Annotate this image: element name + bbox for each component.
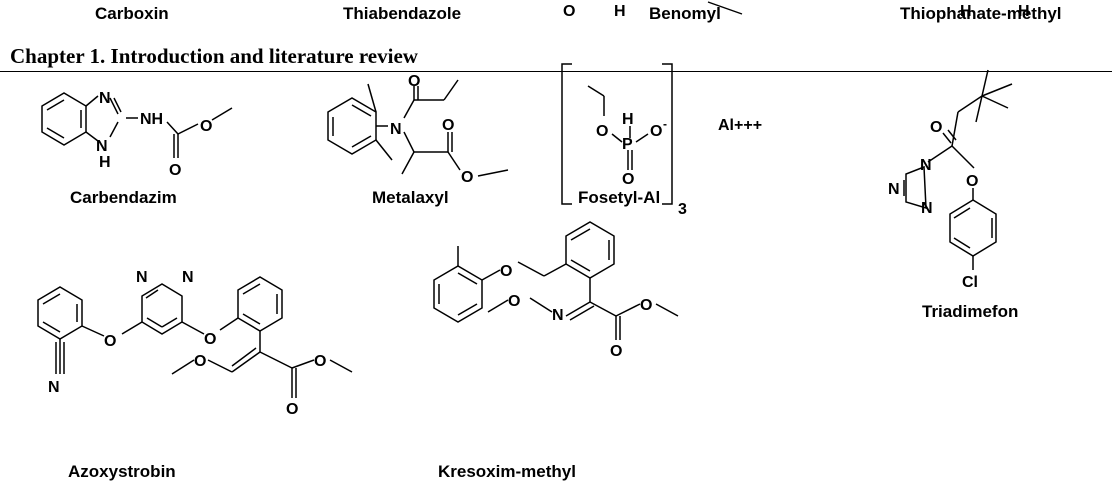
atom-o: O <box>610 343 622 360</box>
atom-h: H <box>622 111 634 128</box>
atom-n: N <box>182 269 194 286</box>
atom-h-cropped: H <box>1018 3 1030 20</box>
compound-label-thiabendazole: Thiabendazole <box>343 4 462 23</box>
compound-label-metalaxyl: Metalaxyl <box>372 188 449 207</box>
compound-label-carboxin: Carboxin <box>95 4 169 23</box>
compound-label-fosetyl-al: Fosetyl-Al <box>578 188 661 207</box>
atom-n: N <box>96 138 108 155</box>
atom-p: P <box>622 136 633 153</box>
atom-o: O <box>500 263 512 280</box>
atom-o-minus: O <box>650 123 662 140</box>
atom-o: O <box>442 117 454 134</box>
atom-o: O <box>596 123 608 140</box>
atom-o: O <box>200 118 212 135</box>
atom-h-cropped: H <box>614 3 626 20</box>
compound-label-triadimefon: Triadimefon <box>922 302 1019 321</box>
chapter-header: Chapter 1. Introduction and literature r… <box>10 44 418 68</box>
atom-n: N <box>921 200 933 217</box>
subscript-3: 3 <box>678 201 687 218</box>
atom-n: N <box>99 90 111 107</box>
structure-triadimefon <box>903 69 1013 270</box>
atom-o: O <box>314 353 326 370</box>
atom-o: O <box>286 401 298 418</box>
atom-n: N <box>552 307 564 324</box>
atom-o: O <box>508 293 520 310</box>
compound-label-azoxystrobin: Azoxystrobin <box>68 462 176 481</box>
structure-kresoxim-methyl <box>433 221 679 340</box>
atom-o: O <box>169 162 181 179</box>
compound-label-benomyl: Benomyl <box>649 4 721 23</box>
atom-o: O <box>204 331 216 348</box>
atom-o: O <box>408 73 420 90</box>
atom-h-cropped: H <box>960 3 972 20</box>
charge-minus: - <box>663 117 667 131</box>
atom-o: O <box>930 119 942 136</box>
atom-o: O <box>622 171 634 188</box>
compound-label-carbendazim: Carbendazim <box>70 188 177 207</box>
structure-metalaxyl <box>327 79 509 177</box>
atom-h: H <box>99 154 111 171</box>
cropped-top-fragments: O H H H <box>563 1 1030 20</box>
structure-azoxystrobin <box>37 276 353 398</box>
atom-o-cropped: O <box>563 3 575 20</box>
structure-fosetyl-al <box>561 63 673 205</box>
header-rule <box>0 71 1112 72</box>
atom-n: N <box>136 269 148 286</box>
atom-o: O <box>640 297 652 314</box>
atom-o: O <box>104 333 116 350</box>
atom-al: Al+++ <box>718 117 762 134</box>
atom-o: O <box>461 169 473 186</box>
atom-n: N <box>48 379 60 396</box>
atom-n: N <box>390 121 402 138</box>
atom-nh: NH <box>140 111 163 128</box>
atom-cl: Cl <box>962 274 978 291</box>
atom-n: N <box>888 181 900 198</box>
compound-label-thiophanate-methyl: Thiophanate-methyl <box>900 4 1062 23</box>
atom-n: N <box>920 157 932 174</box>
compound-label-kresoxim-methyl: Kresoxim-methyl <box>438 462 576 481</box>
structure-carbendazim <box>41 92 233 158</box>
atom-o: O <box>966 173 978 190</box>
atom-o: O <box>194 353 206 370</box>
